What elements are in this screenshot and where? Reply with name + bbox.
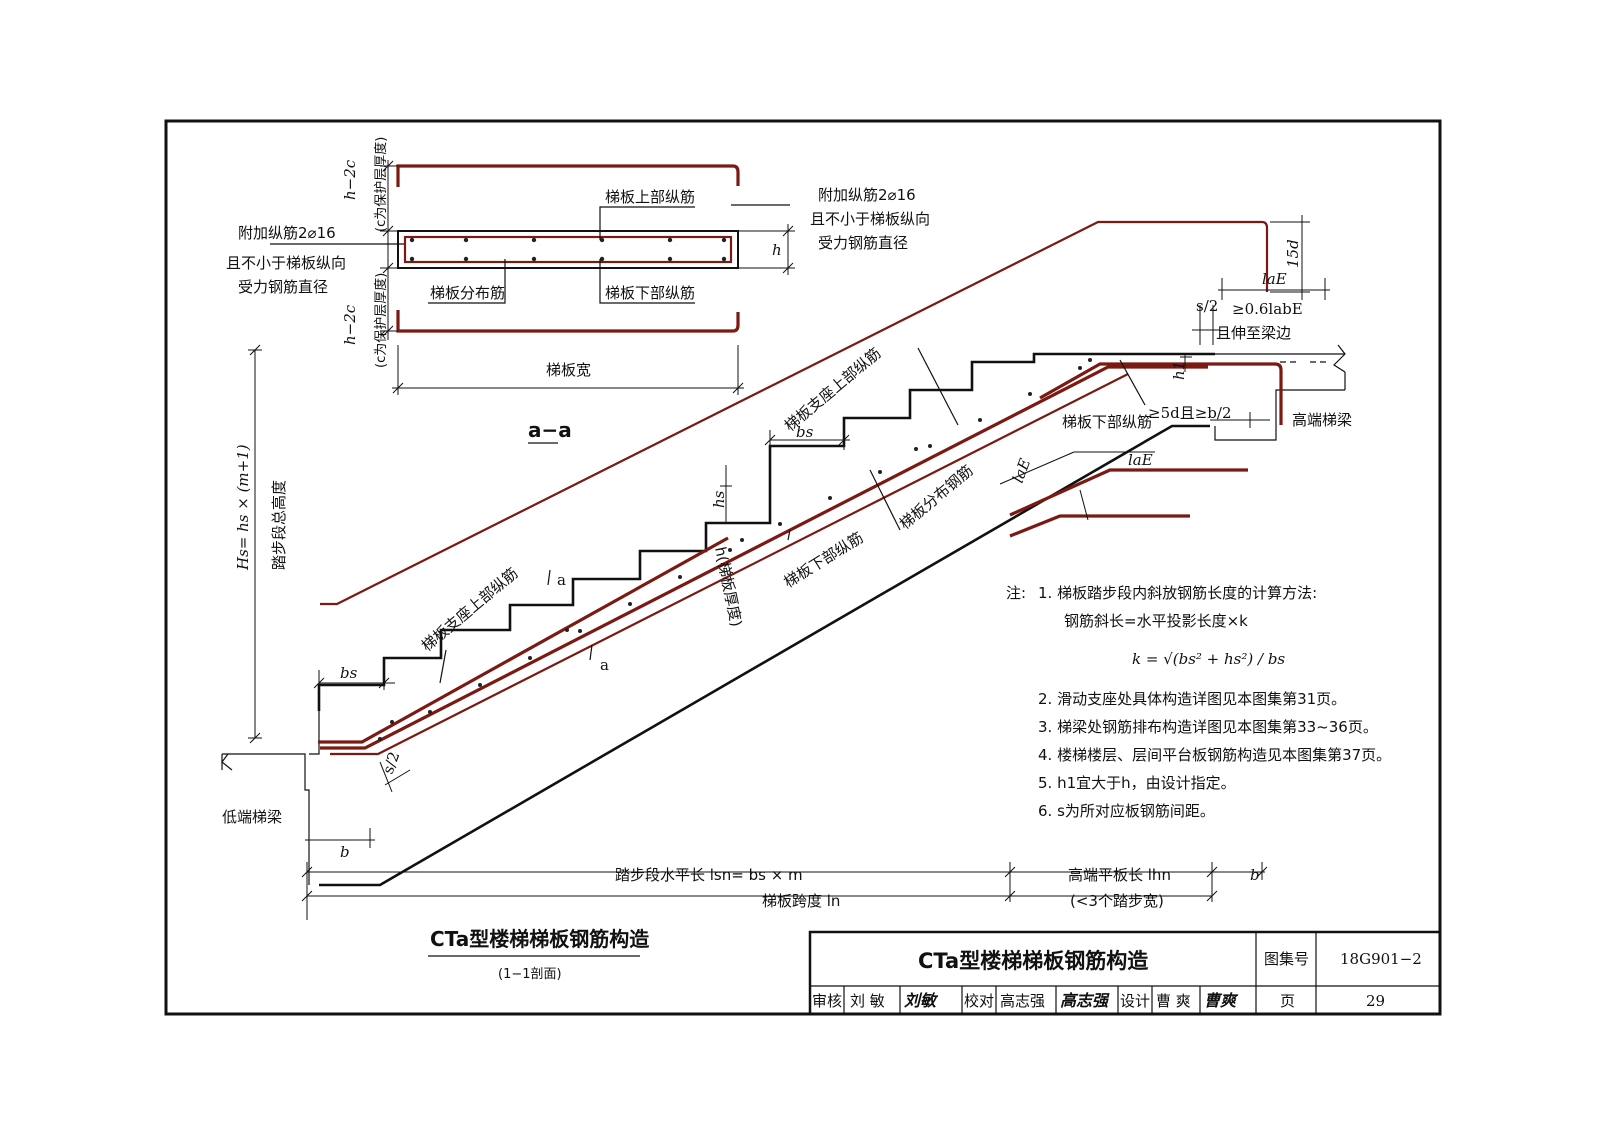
slab-soffit — [319, 424, 1210, 887]
note-2: 2. 滑动支座处具体构造详图见本图集第31页。 — [1038, 690, 1346, 708]
upper-flight-line — [320, 220, 1269, 606]
slab-thickness-label: h(梯板厚度) — [711, 545, 745, 628]
note-1b: 钢筋斜长=水平投影长度×k — [1064, 612, 1248, 630]
section-title: a−a — [528, 418, 572, 442]
designer-signature: 曹爽 — [1204, 991, 1239, 1010]
section-bottom-u-bar — [396, 310, 740, 333]
bs-mid-label: bs — [796, 423, 814, 441]
reviewer-name: 刘 敏 — [850, 992, 885, 1010]
stair-steps-outline — [317, 352, 1215, 711]
section-thickness-label: h — [772, 241, 782, 259]
lae-left-label: laE — [1009, 456, 1034, 485]
support-top-high-label: 梯板支座上部纵筋 — [781, 344, 885, 435]
review-label: 审核 — [812, 992, 842, 1010]
s2-top-label: s/2 — [1196, 297, 1218, 315]
hs-label: hs — [710, 490, 728, 508]
page-label: 页 — [1280, 992, 1295, 1010]
section-right-extra-2: 且不小于梯板纵向 — [810, 210, 930, 228]
lower-bars-label: 梯板下部纵筋 — [781, 528, 867, 591]
section-left-extra-2: 且不小于梯板纵向 — [226, 254, 346, 272]
extend-to-beam-label: 且伸至梁边 — [1216, 324, 1291, 342]
high-beam-label: 高端梯梁 — [1292, 411, 1352, 429]
notes-prefix: 注: — [1006, 584, 1026, 602]
span-label: 梯板跨度 ln — [762, 892, 840, 910]
b-high-label: b — [1250, 866, 1260, 884]
lae-top-label: laE — [1262, 270, 1287, 288]
section-top-cover: h−2c — [341, 159, 359, 200]
note-4: 4. 楼梯楼层、层间平台板钢筋构造见本图集第37页。 — [1038, 746, 1391, 764]
high-support-top-bar — [1039, 362, 1283, 425]
step-length-label: 踏步段水平长 lsn= bs × m — [615, 866, 803, 884]
section-left-extra-1: 附加纵筋2⌀16 — [238, 224, 336, 242]
checker-name: 高志强 — [1000, 992, 1045, 1010]
atlas-number: 18G901−2 — [1340, 950, 1422, 968]
section-right-extra-3: 受力钢筋直径 — [818, 234, 908, 252]
figure-caption-subtitle: (1−1剖面) — [498, 967, 562, 982]
fifteen-d-label: 15d — [1284, 239, 1302, 268]
figure-caption-title: CTa型楼梯梯板钢筋构造 — [430, 927, 650, 951]
note-6: 6. s为所对应板钢筋间距。 — [1038, 802, 1215, 820]
section-left-extra-3: 受力钢筋直径 — [238, 278, 328, 296]
notes: 注: 1. 梯板踏步段内斜放钢筋长度的计算方法: 钢筋斜长=水平投影长度×k k… — [1006, 584, 1391, 820]
high-flat-note: (<3个踏步宽) — [1070, 892, 1164, 910]
h1-label: h1 — [1170, 361, 1188, 380]
k-formula: k = √(bs² + hs²) / bs — [1132, 650, 1285, 668]
atlas-label: 图集号 — [1264, 950, 1309, 968]
drawing-frame — [164, 119, 1442, 1016]
section-top-u-bar — [396, 164, 740, 187]
bs-low-label: bs — [340, 664, 358, 682]
note-5: 5. h1宜大于h，由设计指定。 — [1038, 774, 1236, 792]
lap-detail-bar-upper — [1009, 468, 1248, 517]
note-1: 1. 梯板踏步段内斜放钢筋长度的计算方法: — [1038, 584, 1317, 602]
height-formula: Hs= hs × (m+1) — [234, 444, 252, 571]
checker-signature: 高志强 — [1060, 991, 1110, 1010]
b-low-label: b — [340, 843, 350, 861]
lap-detail-bar-lower — [1009, 514, 1190, 538]
section-lower-longitudinal-label: 梯板下部纵筋 — [605, 284, 695, 302]
lae-right-label: laE — [1128, 451, 1153, 469]
drawing-title: CTa型楼梯梯板钢筋构造 — [918, 949, 1149, 973]
support-top-low-label: 梯板支座上部纵筋 — [418, 564, 522, 655]
cut-a-upper-label: a — [557, 571, 566, 589]
section-aa: h−2c (c为保护层厚度) h−2c (c为保护层厚度) 梯板上部纵筋 梯板分… — [226, 137, 930, 444]
section-inner-bar-box — [403, 235, 733, 264]
section-right-extra-1: 附加纵筋2⌀16 — [818, 186, 916, 204]
height-note: 踏步段总高度 — [270, 480, 288, 570]
title-block: CTa型楼梯梯板钢筋构造 图集号 18G901−2 审核 刘 敏 刘敏 校对 高… — [808, 930, 1442, 1016]
section-upper-longitudinal-label: 梯板上部纵筋 — [605, 188, 695, 206]
anchor-06-label: ≥0.6labE — [1232, 300, 1303, 318]
slab-lower-bar — [320, 365, 1208, 750]
reviewer-signature: 刘敏 — [904, 991, 939, 1010]
section-slab-outline — [397, 230, 739, 269]
section-bottom-cover: h−2c — [341, 304, 359, 345]
high-flat-label: 高端平板长 lhn — [1068, 866, 1171, 884]
low-end-beam-outline — [222, 711, 320, 885]
five-d-label: ≥5d且≥b/2 — [1148, 404, 1231, 422]
lower-bars-right-label: 梯板下部纵筋 — [1062, 413, 1152, 431]
note-3: 3. 梯梁处钢筋排布构造详图见本图集第33~36页。 — [1038, 718, 1378, 736]
s2-low-label: s/2 — [379, 749, 404, 776]
figure-caption: CTa型楼梯梯板钢筋构造 (1−1剖面) — [428, 927, 650, 982]
section-distribution-label: 梯板分布筋 — [430, 284, 505, 302]
cut-a-lower-label: a — [600, 656, 609, 674]
section-bottom-cover-note: (c为保护层厚度) — [373, 273, 389, 368]
page-number: 29 — [1366, 992, 1385, 1010]
low-beam-label: 低端梯梁 — [222, 808, 282, 826]
section-width-label: 梯板宽 — [546, 361, 591, 379]
check-label: 校对 — [964, 992, 994, 1010]
low-support-top-bar — [318, 536, 729, 744]
design-label: 设计 — [1120, 992, 1150, 1010]
section-top-cover-note: (c为保护层厚度) — [373, 137, 389, 232]
designer-name: 曹 爽 — [1156, 992, 1191, 1010]
high-end-beam-outline — [1214, 353, 1345, 441]
slab-lower-bar-2 — [330, 373, 1129, 756]
